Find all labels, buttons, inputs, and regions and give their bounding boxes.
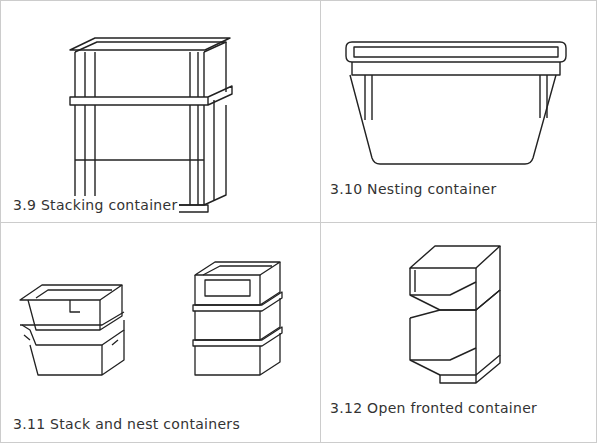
figure-caption: 3.9 Stacking container	[12, 196, 179, 214]
open-fronted-container	[410, 246, 500, 383]
figure-caption: 3.12 Open fronted container	[329, 399, 538, 417]
nesting-container	[346, 42, 566, 164]
figure-caption: 3.11 Stack and nest containers	[12, 415, 241, 433]
stack-nest-containers	[20, 262, 282, 375]
figure-caption: 3.10 Nesting container	[329, 180, 498, 198]
stacking-container	[70, 38, 232, 212]
